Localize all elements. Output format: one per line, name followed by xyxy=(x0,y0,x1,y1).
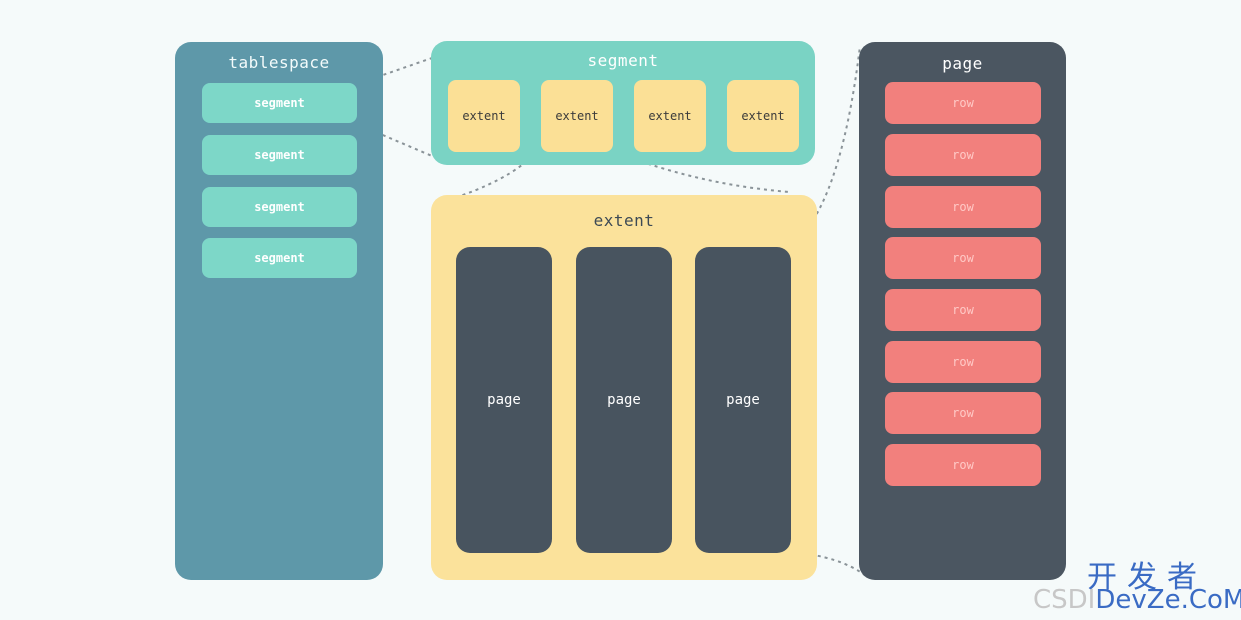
segment-extent-2: extent xyxy=(541,80,613,152)
extent-page-1: page xyxy=(456,247,552,553)
watermark-domain: DevZe.CoM xyxy=(1095,585,1241,615)
page-row-8: row xyxy=(885,444,1041,486)
segment-extent-3: extent xyxy=(634,80,706,152)
page-row-3: row xyxy=(885,186,1041,228)
extent-title: extent xyxy=(593,211,655,230)
tablespace-segment-3: segment xyxy=(202,187,357,227)
segment-extent-1: extent xyxy=(448,80,520,152)
page-row-1: row xyxy=(885,82,1041,124)
page-row-6: row xyxy=(885,341,1041,383)
tablespace-panel: tablespace segment segment segment segme… xyxy=(175,42,383,580)
page-title: page xyxy=(942,54,983,73)
page-row-2: row xyxy=(885,134,1041,176)
watermark-prefix: CSDI xyxy=(1033,585,1096,615)
tablespace-segment-1: segment xyxy=(202,83,357,123)
page-row-5: row xyxy=(885,289,1041,331)
tablespace-title: tablespace xyxy=(228,53,330,72)
segment-title: segment xyxy=(587,51,659,70)
watermark-site: CSDIDevZe.CoM xyxy=(1033,585,1241,615)
segment-extent-4: extent xyxy=(727,80,799,152)
segment-panel: segment extent extent extent extent xyxy=(431,41,815,165)
page-panel: page row row row row row row row row xyxy=(859,42,1066,580)
watermark-cn: 开发者 xyxy=(1087,560,1207,595)
extent-page-3: page xyxy=(695,247,791,553)
tablespace-segment-4: segment xyxy=(202,238,357,278)
page-row-7: row xyxy=(885,392,1041,434)
extent-panel: extent page page page xyxy=(431,195,817,580)
extent-page-2: page xyxy=(576,247,672,553)
tablespace-segment-2: segment xyxy=(202,135,357,175)
page-row-4: row xyxy=(885,237,1041,279)
